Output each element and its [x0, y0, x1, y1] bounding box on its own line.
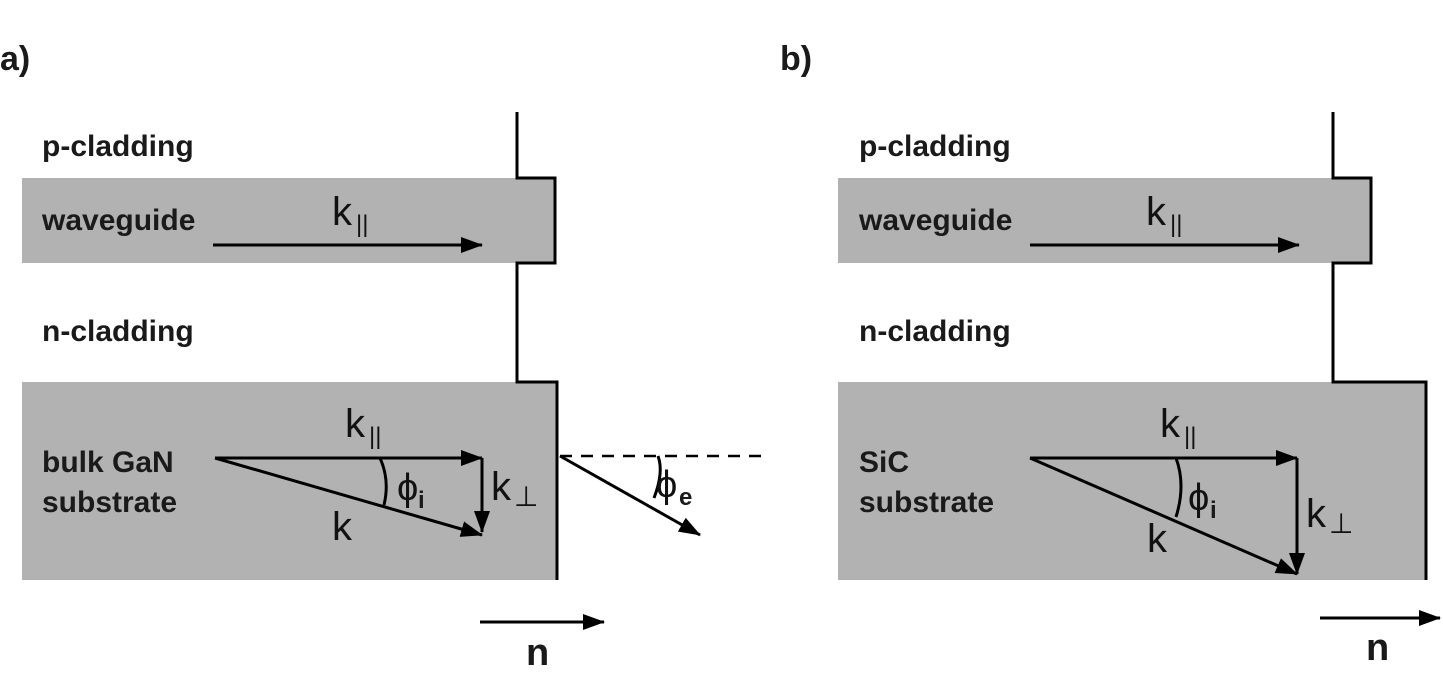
panel-b-substrate-label-line2: substrate	[859, 486, 994, 519]
panel-b-substrate-layer	[838, 382, 1426, 580]
panel-a-k-perp-subscript: ⊥	[514, 481, 538, 512]
panel-a-waveguide-label: waveguide	[41, 204, 195, 237]
panel-a-n-label: n	[526, 632, 549, 674]
panel-b-waveguide-label: waveguide	[858, 204, 1012, 237]
panel-a-k-parallel-symbol: k	[345, 402, 366, 446]
panel-b-k-parallel-symbol: k	[1160, 402, 1181, 446]
panel-b-substrate-label-line1: SiC	[859, 446, 909, 479]
panel-b-tag: b)	[780, 40, 812, 78]
panel-a-k-parallel-subscript: ||	[369, 423, 381, 450]
panel-b-k-symbol: k	[1147, 517, 1168, 561]
panel-a-emitted-beam-arrow	[559, 454, 701, 537]
panel-b-phi-i-arc	[1174, 457, 1183, 518]
panel-b-p-cladding-label: p-cladding	[859, 130, 1011, 163]
panel-a-phi-i-arc	[378, 457, 388, 506]
panel-a: a) p-cladding waveguide n-cladding bulk …	[0, 40, 770, 674]
panel-a-phi-e-subscript: e	[679, 484, 692, 511]
panel-b: b) p-cladding waveguide n-cladding SiC s…	[780, 40, 1441, 669]
panel-b-k-perp-symbol: k	[1306, 492, 1327, 536]
panel-b-waveguide-k-parallel-subscript: ||	[1170, 211, 1182, 238]
panel-a-k-symbol: k	[332, 505, 353, 549]
panel-a-tag: a)	[0, 40, 30, 78]
panel-b-k-perp-subscript: ⊥	[1329, 508, 1353, 539]
panel-a-n-cladding-label: n-cladding	[42, 315, 194, 348]
panel-a-phi-e-symbol: ϕ	[656, 464, 677, 506]
panel-a-facet-profile	[515, 112, 559, 580]
panel-a-k-perp-symbol: k	[491, 465, 512, 509]
panel-a-phi-e-arc	[652, 455, 662, 499]
panel-a-p-cladding-label: p-cladding	[42, 130, 194, 163]
panel-a-phi-i-subscript: i	[418, 487, 425, 514]
panel-a-k-vector-arrow	[214, 456, 483, 537]
panel-b-k-parallel-subscript: ||	[1184, 423, 1196, 450]
panel-b-waveguide-k-parallel-symbol: k	[1146, 190, 1167, 234]
panel-a-phi-i-symbol: ϕ	[397, 467, 418, 509]
panel-b-n-cladding-label: n-cladding	[859, 315, 1011, 348]
panel-a-substrate-label-line1: bulk GaN	[42, 446, 174, 479]
panel-b-phi-i-symbol: ϕ	[1188, 477, 1209, 519]
panel-a-waveguide-k-parallel-symbol: k	[332, 190, 353, 234]
panel-b-k-vector-arrow	[1029, 456, 1298, 576]
panel-b-phi-i-subscript: i	[1210, 497, 1217, 524]
panel-a-substrate-label-line2: substrate	[42, 486, 177, 519]
panel-b-facet-profile	[1331, 112, 1428, 580]
panel-b-n-label: n	[1366, 627, 1389, 669]
panel-a-waveguide-k-parallel-subscript: ||	[356, 211, 368, 238]
